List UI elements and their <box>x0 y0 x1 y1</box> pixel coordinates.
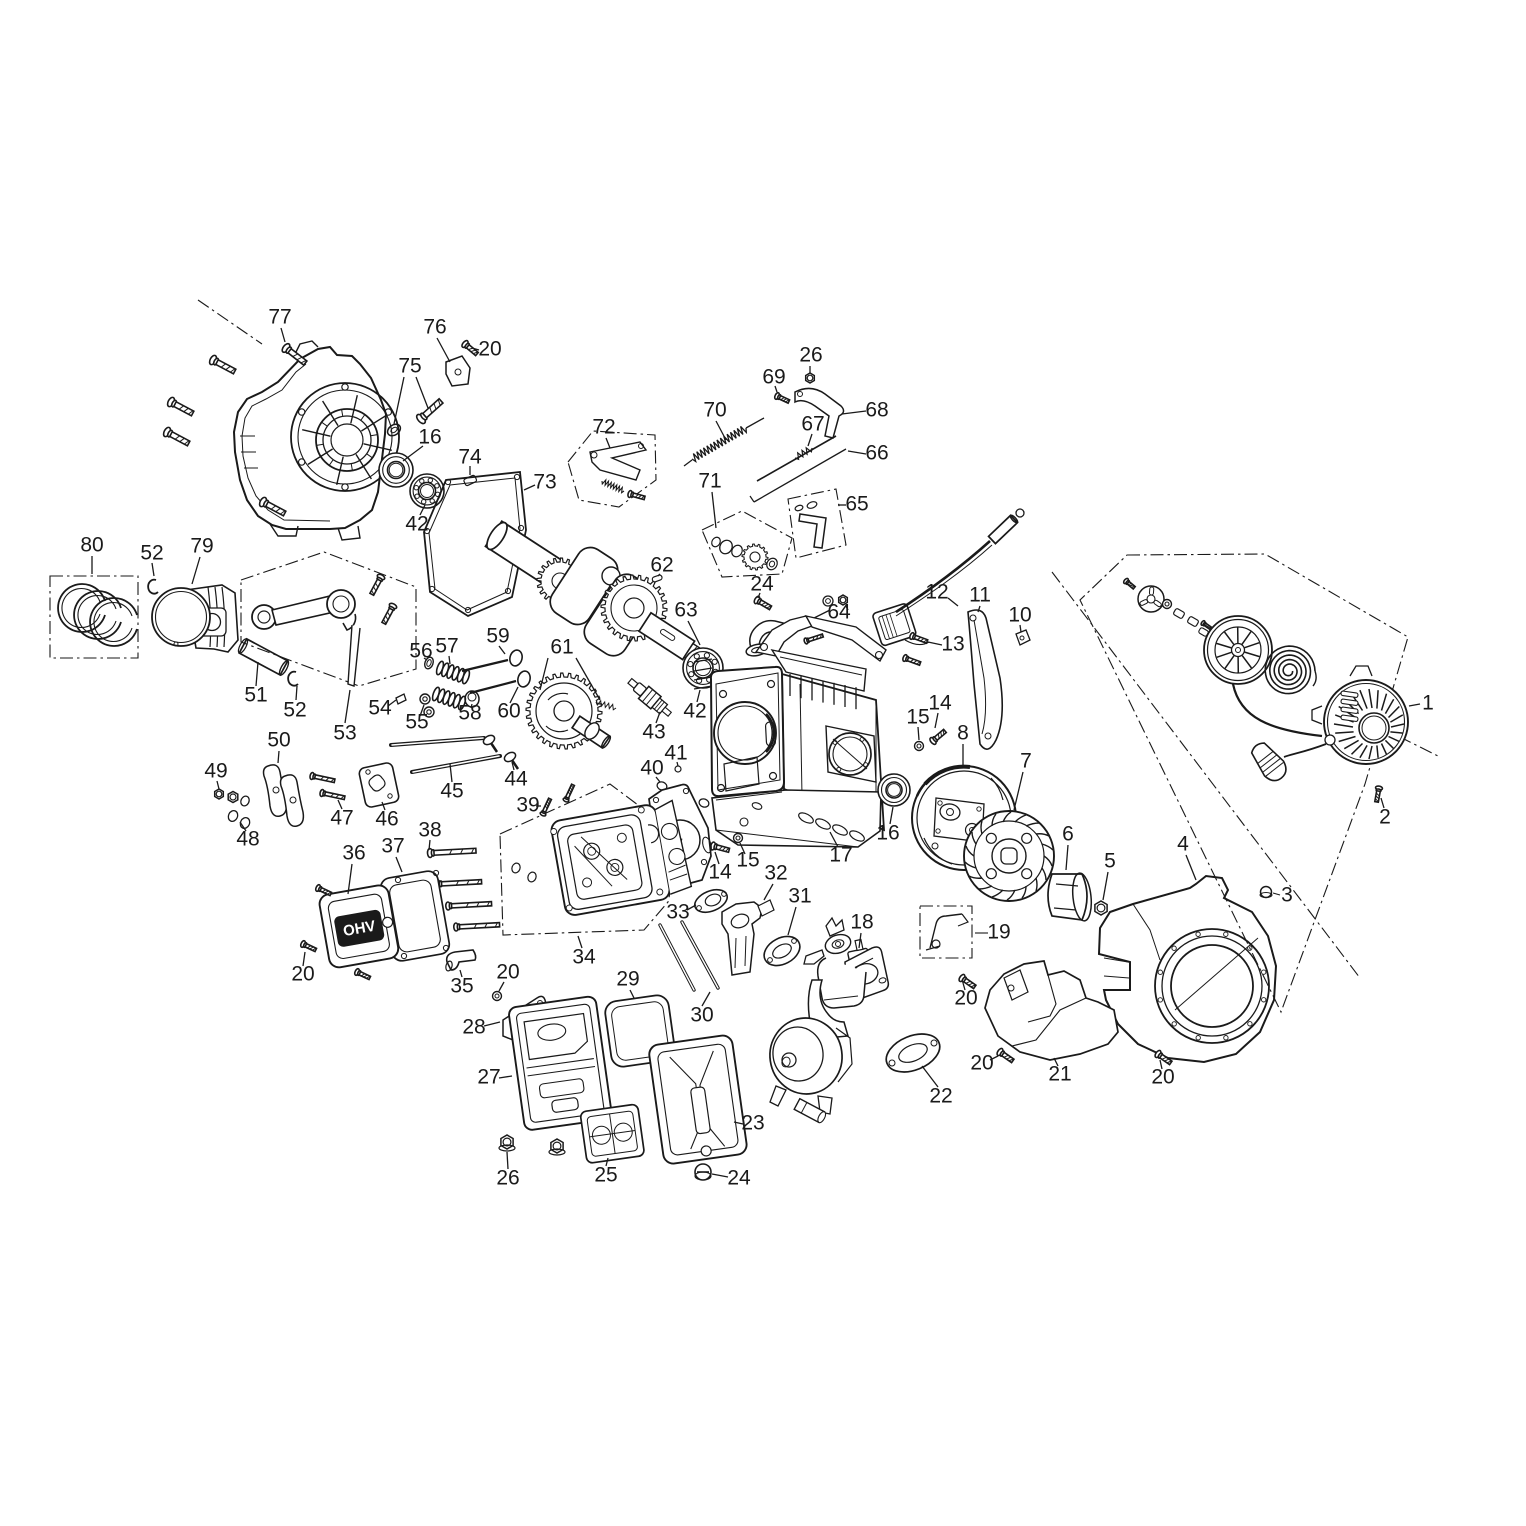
svg-text:49: 49 <box>204 760 227 783</box>
svg-text:2: 2 <box>1379 806 1391 829</box>
svg-text:79: 79 <box>190 535 213 558</box>
svg-text:10: 10 <box>1008 604 1031 627</box>
svg-text:64: 64 <box>827 601 851 624</box>
svg-text:58: 58 <box>458 702 481 725</box>
svg-text:31: 31 <box>788 885 811 908</box>
svg-text:20: 20 <box>291 963 314 986</box>
svg-text:13: 13 <box>941 633 964 656</box>
svg-text:4: 4 <box>1177 833 1189 856</box>
svg-text:69: 69 <box>762 366 785 389</box>
svg-text:77: 77 <box>268 306 291 329</box>
svg-text:80: 80 <box>80 534 103 557</box>
svg-text:66: 66 <box>865 442 888 465</box>
svg-text:21: 21 <box>1048 1063 1071 1086</box>
svg-text:37: 37 <box>381 835 404 858</box>
svg-text:56: 56 <box>409 640 432 663</box>
svg-text:39: 39 <box>516 794 539 817</box>
svg-text:3: 3 <box>1281 884 1293 907</box>
svg-text:75: 75 <box>398 355 421 378</box>
svg-text:15: 15 <box>906 706 929 729</box>
svg-text:76: 76 <box>423 316 446 339</box>
svg-text:17: 17 <box>829 844 852 867</box>
svg-text:19: 19 <box>987 921 1010 944</box>
svg-text:26: 26 <box>496 1167 519 1190</box>
svg-text:72: 72 <box>592 416 615 439</box>
svg-text:40: 40 <box>640 757 663 780</box>
svg-text:41: 41 <box>664 742 687 765</box>
svg-text:27: 27 <box>477 1066 500 1089</box>
svg-text:23: 23 <box>741 1112 764 1135</box>
svg-text:46: 46 <box>375 808 398 831</box>
svg-text:30: 30 <box>690 1004 713 1027</box>
svg-text:24: 24 <box>750 573 774 596</box>
svg-text:68: 68 <box>865 399 888 422</box>
svg-text:74: 74 <box>458 446 482 469</box>
svg-text:34: 34 <box>572 946 596 969</box>
svg-text:52: 52 <box>283 699 306 722</box>
svg-text:45: 45 <box>440 780 463 803</box>
svg-text:59: 59 <box>486 625 509 648</box>
svg-text:20: 20 <box>478 338 501 361</box>
svg-text:25: 25 <box>594 1164 617 1187</box>
svg-text:57: 57 <box>435 635 458 658</box>
svg-text:22: 22 <box>929 1085 952 1108</box>
svg-text:28: 28 <box>462 1016 485 1039</box>
svg-text:24: 24 <box>727 1167 751 1190</box>
svg-text:18: 18 <box>850 911 873 934</box>
svg-text:OHV: OHV <box>342 918 377 940</box>
svg-text:29: 29 <box>616 968 639 991</box>
svg-text:63: 63 <box>674 599 697 622</box>
svg-text:20: 20 <box>496 961 519 984</box>
svg-text:42: 42 <box>683 700 706 723</box>
svg-text:7: 7 <box>1020 750 1032 773</box>
svg-text:20: 20 <box>970 1052 993 1075</box>
svg-text:54: 54 <box>368 697 392 720</box>
svg-text:71: 71 <box>698 470 721 493</box>
svg-text:55: 55 <box>405 711 428 734</box>
svg-text:62: 62 <box>650 554 673 577</box>
svg-text:67: 67 <box>801 413 824 436</box>
svg-text:50: 50 <box>267 729 290 752</box>
svg-text:20: 20 <box>954 987 977 1010</box>
svg-text:65: 65 <box>845 493 868 516</box>
svg-text:1: 1 <box>1422 692 1434 715</box>
svg-text:26: 26 <box>799 344 822 367</box>
svg-text:14: 14 <box>708 861 732 884</box>
svg-text:15: 15 <box>736 849 759 872</box>
svg-text:33: 33 <box>666 901 689 924</box>
svg-text:12: 12 <box>925 581 948 604</box>
svg-text:44: 44 <box>504 768 528 791</box>
svg-text:32: 32 <box>764 862 787 885</box>
svg-text:52: 52 <box>140 542 163 565</box>
svg-text:11: 11 <box>969 584 991 607</box>
svg-text:5: 5 <box>1104 850 1116 873</box>
svg-text:51: 51 <box>244 684 267 707</box>
svg-text:61: 61 <box>550 636 573 659</box>
svg-text:48: 48 <box>236 828 259 851</box>
svg-text:38: 38 <box>418 819 441 842</box>
svg-text:43: 43 <box>642 721 665 744</box>
svg-text:8: 8 <box>957 722 969 745</box>
svg-text:53: 53 <box>333 722 356 745</box>
svg-text:60: 60 <box>497 700 520 723</box>
svg-text:70: 70 <box>703 399 726 422</box>
svg-text:20: 20 <box>1151 1066 1174 1089</box>
svg-text:14: 14 <box>928 692 952 715</box>
svg-text:42: 42 <box>405 513 428 536</box>
svg-text:16: 16 <box>418 426 441 449</box>
svg-text:16: 16 <box>876 822 899 845</box>
svg-text:47: 47 <box>330 807 353 830</box>
svg-text:6: 6 <box>1062 823 1074 846</box>
svg-text:35: 35 <box>450 975 473 998</box>
svg-text:73: 73 <box>533 471 556 494</box>
svg-text:36: 36 <box>342 842 365 865</box>
